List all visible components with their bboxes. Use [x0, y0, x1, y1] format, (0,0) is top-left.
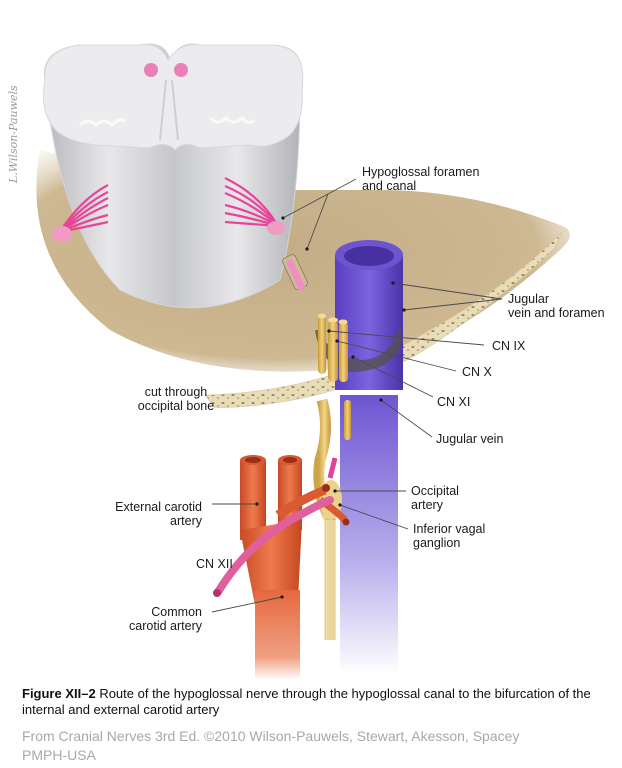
- svg-text:L.Wilson-Pauwels: L.Wilson-Pauwels: [7, 85, 20, 184]
- leader-lines: [211, 178, 503, 613]
- label-cn-ix: CN IX: [492, 339, 526, 353]
- artist-signature: L.Wilson-Pauwels: [7, 85, 20, 184]
- label-hypoglossal-foramen: Hypoglossal foramen and canal: [362, 165, 480, 193]
- label-cn-xii: CN XII: [196, 557, 233, 571]
- anatomical-illustration: [36, 43, 570, 680]
- cn-xii-nerve: [214, 496, 334, 596]
- hypoglossal-nucleus-right: [174, 63, 188, 77]
- label-common-carotid: Common carotid artery: [129, 605, 202, 633]
- label-cn-xi: CN XI: [437, 395, 471, 409]
- label-cn-x: CN X: [462, 365, 492, 379]
- figure-number: Figure XII–2: [22, 686, 96, 701]
- jugular-vein: [335, 240, 403, 675]
- carotid-arteries: [240, 455, 350, 680]
- label-jugular-foramen: Jugular vein and foramen: [508, 292, 605, 320]
- caption-text: Route of the hypoglossal nerve through t…: [22, 686, 591, 717]
- medulla-oblongata: [43, 43, 304, 309]
- figure-caption: Figure XII–2 Route of the hypoglossal ne…: [22, 686, 612, 718]
- leader-dots: [255, 216, 406, 599]
- label-inferior-vagal-ganglion: Inferior vagal ganglion: [413, 522, 486, 550]
- source-credit: From Cranial Nerves 3rd Ed. ©2010 Wilson…: [22, 728, 520, 763]
- label-cut-occipital-bone: cut through occipital bone: [137, 385, 215, 413]
- label-jugular-vein: Jugular vein: [436, 432, 504, 446]
- label-external-carotid: External carotid artery: [115, 500, 202, 528]
- hypoglossal-nucleus-left: [144, 63, 158, 77]
- label-occipital-artery: Occipital artery: [411, 484, 459, 512]
